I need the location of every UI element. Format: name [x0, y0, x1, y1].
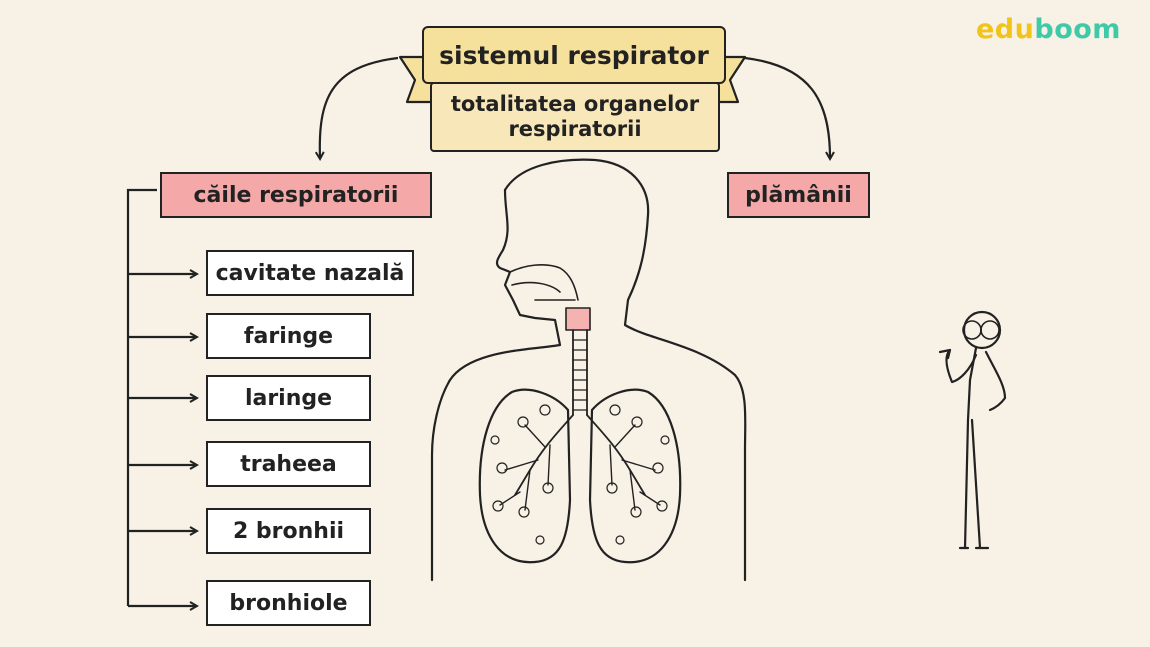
airway-label: 2 bronhii	[232, 518, 345, 544]
airway-label: traheea	[240, 451, 337, 477]
branch-airways-label: căile respiratorii	[193, 182, 399, 208]
airways-bracket	[126, 188, 157, 606]
logo: eduboom	[976, 14, 1121, 45]
logo-edu: edu	[976, 14, 1035, 45]
branch-lungs-label: plămânii	[745, 182, 852, 208]
airway-label: cavitate nazală	[215, 260, 405, 286]
branch-airways: căile respiratorii	[160, 172, 432, 218]
airway-item-trachea: traheea	[206, 441, 371, 487]
airway-label: laringe	[244, 385, 333, 411]
branch-lungs: plămânii	[727, 172, 870, 218]
definition-box: totalitatea organelor respiratorii	[430, 82, 720, 152]
page-title: sistemul respirator	[439, 40, 709, 70]
curved-arrow-right	[744, 56, 830, 158]
definition-text: totalitatea organelor respiratorii	[450, 92, 700, 141]
airway-item-nasal-cavity: cavitate nazală	[206, 250, 414, 296]
airway-label: bronhiole	[229, 590, 348, 616]
airway-item-bronchioles: bronhiole	[206, 580, 371, 626]
airway-item-pharynx: faringe	[206, 313, 371, 359]
airway-label: faringe	[243, 323, 334, 349]
logo-boom: boom	[1034, 14, 1121, 45]
curved-arrow-left	[320, 56, 399, 158]
title-banner: sistemul respirator	[422, 26, 726, 84]
airway-item-larynx: laringe	[206, 375, 371, 421]
stick-figure-teacher	[938, 310, 1007, 550]
respiratory-system-illustration	[430, 158, 747, 582]
airway-item-bronchi: 2 bronhii	[206, 508, 371, 554]
